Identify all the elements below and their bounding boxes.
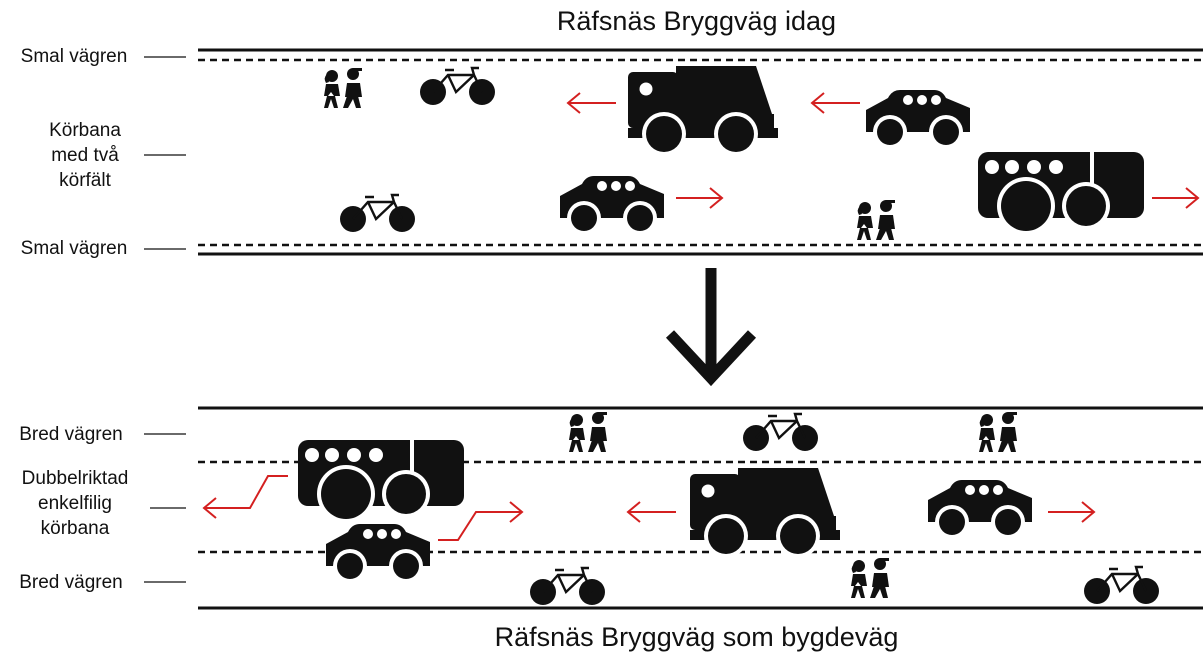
bicycle-icon <box>338 193 417 234</box>
bicycle-icon <box>528 566 607 607</box>
car-icon <box>928 480 1032 539</box>
bicycle-icon <box>741 412 820 453</box>
title-current-road: Räfsnäs Bryggväg idag <box>556 6 837 36</box>
car-icon <box>326 524 430 583</box>
label-narrow-shoulder-top: Smal vägren <box>20 46 128 67</box>
bus-icon <box>978 152 1144 235</box>
direction-arrow-icon <box>566 92 1200 209</box>
direction-arrow-icon <box>202 475 1096 541</box>
pedestrians-icon <box>851 558 889 598</box>
car-icon <box>560 176 664 235</box>
truck-icon <box>628 66 780 156</box>
bicycle-icon <box>418 66 497 107</box>
label-two-way-single-lane: Dubbelriktad enkelfilig körbana <box>21 468 129 539</box>
truck-icon <box>690 468 842 558</box>
car-icon <box>866 90 970 149</box>
label-carriageway-two-lanes: Körbana med två körfält <box>49 120 121 191</box>
pedestrians-icon <box>569 412 607 452</box>
bus-icon <box>298 440 464 523</box>
title-future-road: Räfsnäs Bryggväg som bygdeväg <box>494 622 899 652</box>
label-wide-shoulder-top: Bred vägren <box>19 424 123 445</box>
transition-arrow-icon <box>665 268 757 387</box>
bicycle-icon <box>1082 565 1161 606</box>
label-narrow-shoulder-bottom: Smal vägren <box>20 238 128 259</box>
label-wide-shoulder-bottom: Bred vägren <box>19 572 123 593</box>
pedestrians-icon <box>857 200 895 240</box>
pedestrians-icon <box>324 68 362 108</box>
pedestrians-icon <box>979 412 1017 452</box>
